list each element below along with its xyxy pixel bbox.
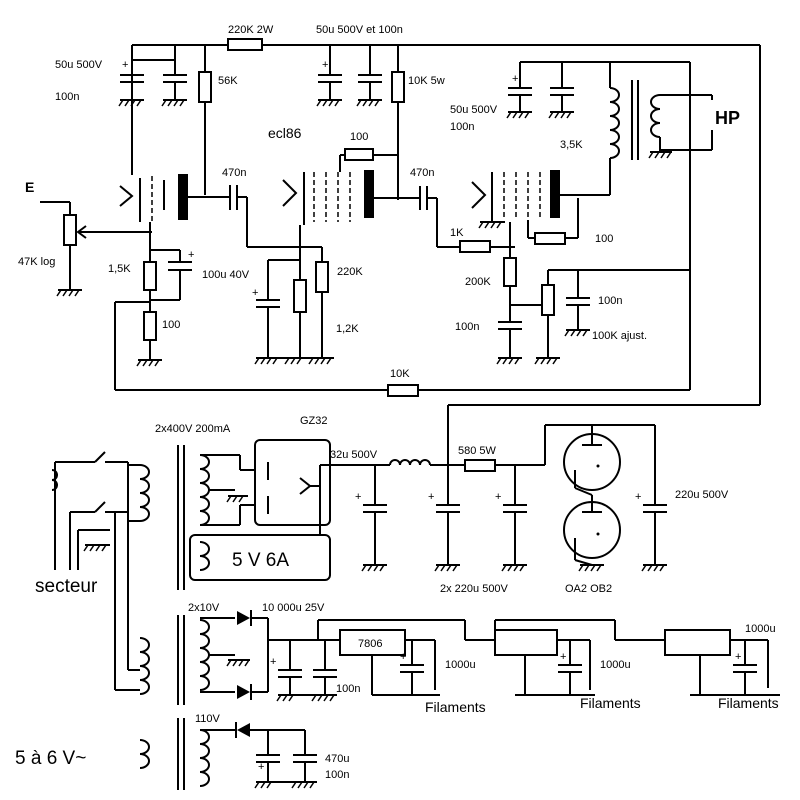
svg-text:10K: 10K (390, 368, 410, 380)
svg-text:110V: 110V (195, 713, 221, 725)
bias-source-label: 5 à 6 V~ (15, 748, 86, 769)
speaker-label: HP (715, 108, 740, 128)
svg-text:50u 500V: 50u 500V (55, 59, 103, 71)
filaments-label-1: Filaments (425, 699, 486, 715)
svg-text:220K: 220K (337, 266, 363, 278)
svg-text:470n: 470n (410, 167, 434, 179)
pentode-stage-2: 100 + 220K 1,2K (252, 131, 420, 365)
svg-text:GZ32: GZ32 (300, 415, 328, 427)
resistor-10k-5w: 10K 5w (391, 62, 445, 200)
svg-text:+: + (560, 651, 566, 663)
svg-text:+: + (252, 287, 258, 299)
decoupling-caps-top: + 50u 500V et 100n (316, 24, 403, 107)
svg-text:470n: 470n (222, 167, 246, 179)
svg-text:50u 500V: 50u 500V (450, 104, 498, 116)
output-pentode: 100 200K 100n (455, 170, 613, 365)
svg-text:32u 500V: 32u 500V (330, 449, 378, 461)
svg-text:100: 100 (350, 131, 368, 143)
svg-text:3,5K: 3,5K (560, 139, 583, 151)
svg-text:100n: 100n (325, 769, 349, 781)
svg-text:50u 500V et 100n: 50u 500V et 100n (316, 24, 403, 36)
svg-text:+: + (188, 249, 194, 261)
svg-text:100n: 100n (450, 121, 474, 133)
mains-label: secteur (35, 576, 98, 597)
decoupling-caps-left: + 50u 500V 100n (55, 45, 187, 107)
svg-text:100: 100 (595, 233, 613, 245)
svg-text:+: + (512, 73, 518, 85)
svg-text:2x400V 200mA: 2x400V 200mA (155, 423, 231, 435)
svg-text:+: + (355, 491, 361, 503)
svg-text:200K: 200K (465, 276, 491, 288)
svg-text:100K ajust.: 100K ajust. (592, 330, 647, 342)
filaments-label-2: Filaments (580, 695, 641, 711)
svg-text:100n: 100n (336, 683, 360, 695)
svg-text:1000u: 1000u (445, 659, 476, 671)
svg-text:+: + (428, 491, 434, 503)
input-e-label: E (25, 179, 34, 195)
svg-text:OA2 OB2: OA2 OB2 (565, 583, 612, 595)
regulator-7806-label: 7806 (358, 638, 382, 650)
coupling-cap-470n-1: 470n (222, 167, 300, 248)
svg-text:1000u: 1000u (600, 659, 631, 671)
bias-supply: 110V 5 à 6 V~ + 470u 100n (15, 713, 349, 790)
resistor-56k: 56K (198, 45, 238, 195)
input: E 47K log (18, 179, 152, 297)
svg-text:1000u: 1000u (745, 623, 776, 635)
filament-5v-label: 5 V 6A (232, 550, 289, 571)
tube-label: ecl86 (268, 125, 302, 141)
svg-text:+: + (270, 656, 276, 668)
triode-1 (119, 174, 230, 262)
resistor-10k-feedback: 10K (387, 368, 419, 397)
svg-text:2x10V: 2x10V (188, 602, 220, 614)
filaments-label-3: Filaments (718, 695, 779, 711)
svg-text:+: + (122, 59, 128, 71)
voltage-regulator-tubes: OA2 OB2 (563, 425, 621, 595)
ht-filter: + + + + 32u 500V 580 5W 220u 500V 2x 220… (330, 404, 760, 595)
svg-text:10 000u 25V: 10 000u 25V (262, 602, 325, 614)
svg-text:47K log: 47K log (18, 256, 55, 268)
svg-text:220u 500V: 220u 500V (675, 489, 729, 501)
resistor-220k-2w: 220K 2W (227, 24, 274, 51)
svg-text:100n: 100n (55, 91, 79, 103)
filament-transformer: 2x10V 10 000u 25V (139, 602, 325, 705)
svg-text:+: + (400, 651, 406, 663)
decoupling-caps-right: + 50u 500V 100n (450, 62, 574, 133)
svg-text:580 5W: 580 5W (458, 445, 497, 457)
coupling-cap-470n-2: 470n 1K (410, 167, 515, 253)
svg-text:220K 2W: 220K 2W (228, 24, 274, 36)
output-transformer: HP 3,5K (560, 62, 750, 196)
gz32-rectifier: GZ32 5 V 6A (189, 415, 345, 581)
svg-text:2x 220u 500V: 2x 220u 500V (440, 583, 509, 595)
svg-text:100n: 100n (598, 295, 622, 307)
svg-text:100: 100 (162, 319, 180, 331)
svg-text:10K 5w: 10K 5w (408, 75, 445, 87)
svg-text:100u 40V: 100u 40V (202, 269, 250, 281)
svg-text:+: + (735, 651, 741, 663)
svg-text:+: + (322, 59, 328, 71)
svg-text:+: + (635, 491, 641, 503)
svg-text:1,5K: 1,5K (108, 263, 131, 275)
svg-text:56K: 56K (218, 75, 238, 87)
svg-text:470u: 470u (325, 753, 349, 765)
bplus-rail (131, 44, 761, 405)
svg-text:+: + (258, 761, 264, 773)
svg-text:100n: 100n (455, 321, 479, 333)
svg-text:1K: 1K (450, 227, 464, 239)
svg-text:1,2K: 1,2K (336, 323, 359, 335)
svg-text:+: + (495, 491, 501, 503)
filament-regulators: + 100n 7806 + 1000u Filaments + 1000u (268, 619, 780, 715)
adjustable-resistor-100k: 100n 100K ajust. (534, 269, 690, 365)
mains-input: secteur (35, 451, 140, 691)
